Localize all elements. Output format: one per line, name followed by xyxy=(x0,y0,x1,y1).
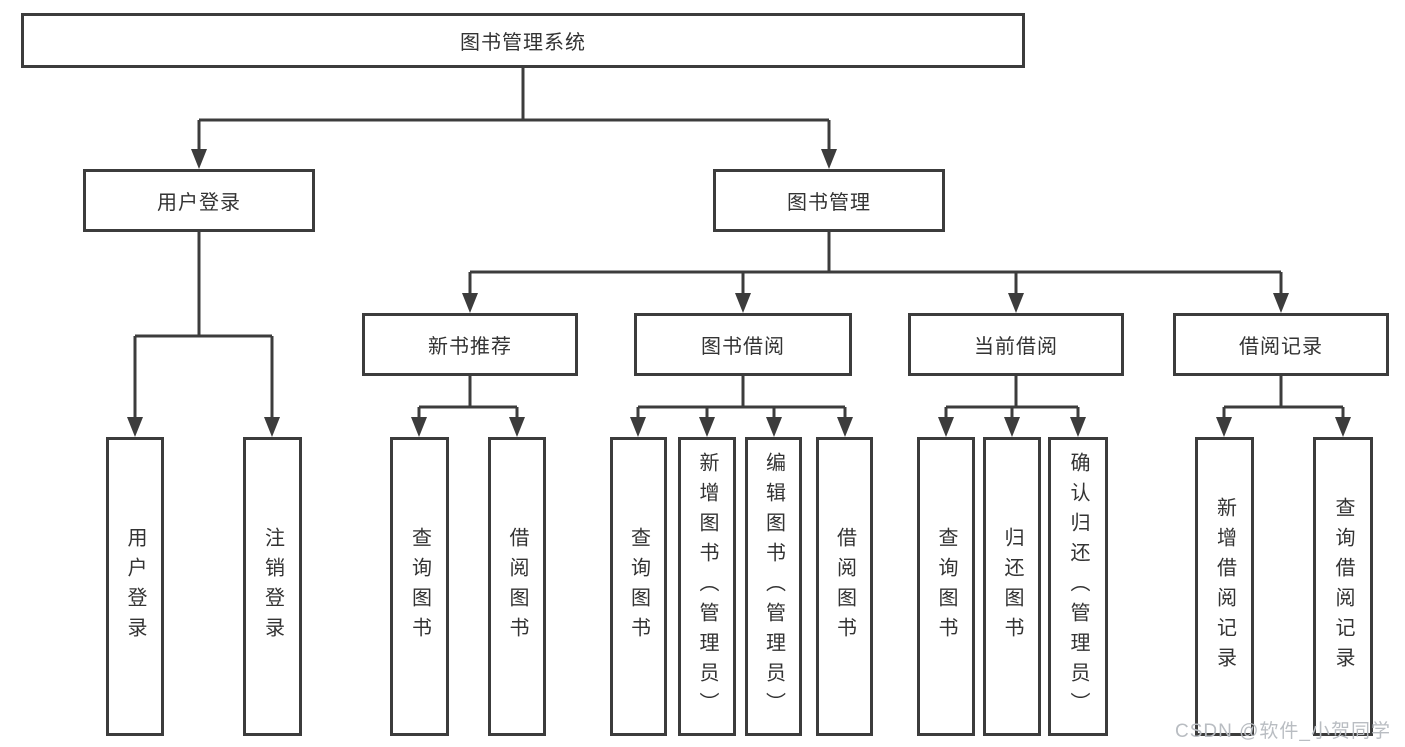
arrow-br-add xyxy=(1216,417,1232,437)
arrow-user-login xyxy=(191,149,207,169)
arrow-new-book-rec xyxy=(462,293,478,313)
leaf-bb-add-books-admin: 新增图书（管理员） xyxy=(678,437,736,736)
arrow-bb-borrow xyxy=(837,417,853,437)
watermark-text: CSDN @软件_小贺同学 xyxy=(1175,721,1391,742)
arrow-cb-query xyxy=(938,417,954,437)
arrow-bb-add xyxy=(699,417,715,437)
leaf-cb-return-books: 归还图书 xyxy=(983,437,1041,736)
arrow-leaf-login xyxy=(127,417,143,437)
leaf-br-add-record: 新增借阅记录 xyxy=(1195,437,1254,736)
arrow-book-mgmt xyxy=(821,149,837,169)
arrow-br-query xyxy=(1335,417,1351,437)
leaf-nbr-borrow-books: 借阅图书 xyxy=(488,437,546,736)
leaf-nbr-query-books: 查询图书 xyxy=(390,437,449,736)
node-borrow-records: 借阅记录 xyxy=(1173,313,1389,376)
arrow-book-borrow xyxy=(735,293,751,313)
leaf-br-query-record: 查询借阅记录 xyxy=(1313,437,1373,736)
arrow-cb-confirm xyxy=(1070,417,1086,437)
arrow-bb-edit xyxy=(766,417,782,437)
leaf-bb-query-books: 查询图书 xyxy=(610,437,667,736)
leaf-bb-edit-books-admin: 编辑图书（管理员） xyxy=(745,437,802,736)
node-root: 图书管理系统 xyxy=(21,13,1025,68)
leaf-bb-borrow-books: 借阅图书 xyxy=(816,437,873,736)
node-current-borrow: 当前借阅 xyxy=(908,313,1124,376)
arrow-bb-query xyxy=(630,417,646,437)
node-book-mgmt: 图书管理 xyxy=(713,169,945,232)
arrow-leaf-logout xyxy=(264,417,280,437)
arrow-nbr-borrow xyxy=(509,417,525,437)
arrow-borrow-records xyxy=(1273,293,1289,313)
node-book-borrow: 图书借阅 xyxy=(634,313,852,376)
leaf-user-login: 用户登录 xyxy=(106,437,164,736)
arrow-current-borrow xyxy=(1008,293,1024,313)
arrow-nbr-query xyxy=(411,417,427,437)
leaf-logout: 注销登录 xyxy=(243,437,302,736)
arrow-cb-return xyxy=(1004,417,1020,437)
node-user-login: 用户登录 xyxy=(83,169,315,232)
node-new-book-rec: 新书推荐 xyxy=(362,313,578,376)
leaf-cb-query-books: 查询图书 xyxy=(917,437,975,736)
leaf-cb-confirm-return-admin: 确认归还（管理员） xyxy=(1048,437,1108,736)
